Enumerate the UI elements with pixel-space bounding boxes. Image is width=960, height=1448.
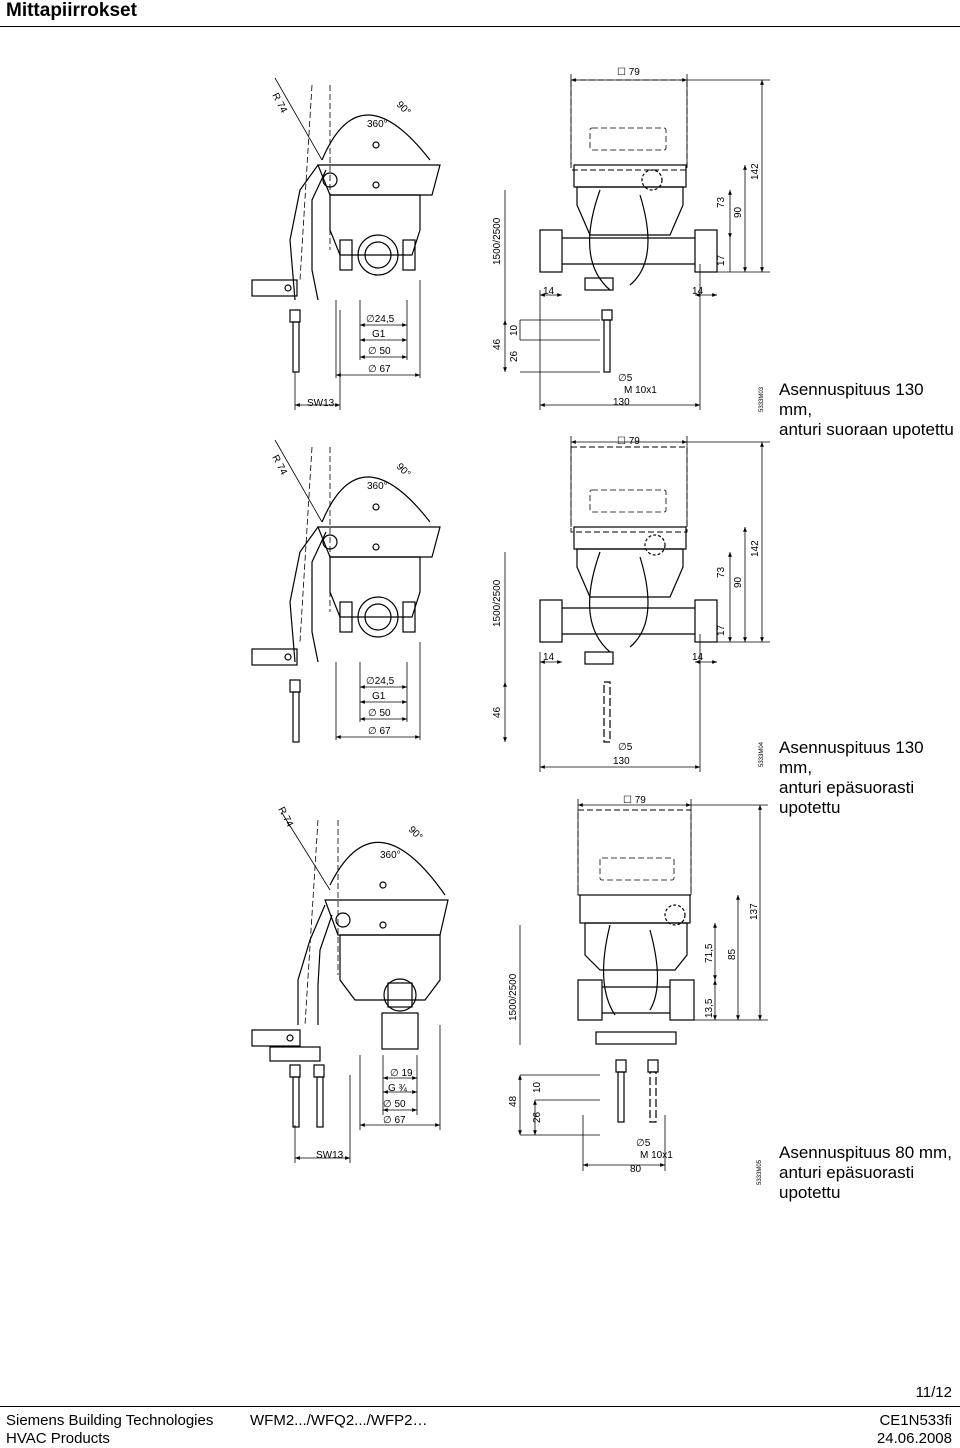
sq79-label: ☐ 79 [617, 436, 640, 447]
h90-label: 90 [733, 206, 744, 218]
page-title: Mittapiirrokset [6, 0, 137, 21]
rot90-label: 90° [406, 824, 424, 842]
rot90-label: 90° [394, 461, 412, 479]
rot360-label: 360° [380, 850, 401, 861]
cable-label: 1500/2500 [492, 579, 503, 627]
d50-label: ∅ 50 [383, 1099, 406, 1110]
w14a-label: 14 [543, 286, 555, 297]
sw13-label: SW13 [316, 1150, 344, 1161]
rot360-label: 360° [367, 119, 388, 130]
g1-label: G1 [372, 691, 386, 702]
h26-label: 26 [532, 1111, 543, 1123]
radius-label: R 74 [269, 453, 289, 477]
h142-label: 142 [750, 540, 761, 557]
w14b-label: 14 [692, 286, 704, 297]
d67-label: ∅ 67 [368, 726, 391, 737]
h17-label: 17 [716, 624, 727, 636]
l80-label: 80 [630, 1164, 642, 1175]
d67-label: ∅ 67 [368, 364, 391, 375]
h26-label: 26 [509, 350, 520, 362]
d5-label: ∅5 [618, 742, 633, 753]
h46-label: 46 [492, 338, 503, 350]
caption-1-line2: anturi suoraan upotettu [779, 420, 954, 439]
g34-label: G ¾ [388, 1083, 408, 1094]
m10-label: M 10x1 [624, 385, 657, 396]
w14a-label: 14 [543, 652, 555, 663]
drawing-code: 5333M04 [759, 741, 765, 767]
l130-label: 130 [613, 397, 630, 408]
h17-label: 17 [716, 254, 727, 266]
caption-3-line2: anturi epäsuorasti upotettu [779, 1163, 915, 1202]
h48-label: 48 [508, 1095, 519, 1107]
sq79-label: ☐ 79 [623, 795, 646, 806]
header-rule [0, 26, 960, 27]
cable-label: 1500/2500 [492, 217, 503, 265]
h46-label: 46 [492, 706, 503, 718]
caption-3: Asennuspituus 80 mm, anturi epäsuorasti … [779, 1143, 960, 1203]
h90-label: 90 [733, 576, 744, 588]
page-number: 11/12 [915, 1384, 952, 1401]
h85-label: 85 [727, 948, 738, 960]
caption-2-line2: anturi epäsuorasti upotettu [779, 778, 915, 817]
rot360-label: 360° [367, 481, 388, 492]
footer-rule [0, 1406, 960, 1407]
h715-label: 71,5 [704, 943, 715, 963]
caption-2-line1: Asennuspituus 130 mm, [779, 738, 924, 777]
caption-2: Asennuspituus 130 mm, anturi epäsuorasti… [779, 738, 960, 818]
d245-label: ∅24,5 [366, 676, 395, 687]
d67-label: ∅ 67 [383, 1115, 406, 1126]
d5-label: ∅5 [636, 1138, 651, 1149]
drawing-3: R 74 360° 90° ∅ 19 G ¾ ∅ 50 ∅ 67 SW13 [251, 795, 768, 1185]
footer-date: 24.06.2008 [876, 1430, 952, 1447]
w14b-label: 14 [692, 652, 704, 663]
h142-label: 142 [750, 163, 761, 180]
h135-label: 13,5 [704, 998, 715, 1018]
caption-3-line1: Asennuspituus 80 mm, [779, 1143, 952, 1162]
drawing-code: 5333M03 [759, 386, 765, 412]
footer-doc-id: CE1N533fi [879, 1412, 952, 1429]
sw13-label: SW13 [307, 398, 335, 409]
cable-label: 1500/2500 [508, 973, 519, 1021]
drawing-2: R 74 360° 90° ∅24,5 G1 ∅ 50 ∅ 67 [251, 436, 770, 772]
g1-label: G1 [372, 329, 386, 340]
sq79-label: ☐ 79 [617, 67, 640, 78]
drawing-code: 5333M05 [757, 1159, 763, 1185]
d19-label: ∅ 19 [390, 1068, 413, 1079]
rot90-label: 90° [394, 99, 412, 117]
m10-label: M 10x1 [640, 1150, 673, 1161]
l130-label: 130 [613, 756, 630, 767]
footer-products: WFM2.../WFQ2.../WFP2… [250, 1412, 428, 1429]
drawing-1: R 74 360° 90° ∅24,5 G1 ∅ 50 ∅ 67 SW13 [251, 67, 770, 412]
radius-label: R 74 [269, 91, 289, 115]
h137-label: 137 [749, 903, 760, 920]
rotation-arc [321, 114, 431, 161]
h73-label: 73 [716, 196, 727, 208]
caption-1: Asennuspituus 130 mm, anturi suoraan upo… [779, 380, 960, 440]
d50-label: ∅ 50 [368, 346, 391, 357]
footer-company: Siemens Building Technologies [6, 1412, 214, 1429]
caption-1-line1: Asennuspituus 130 mm, [779, 380, 924, 419]
h10-label: 10 [509, 324, 520, 336]
d50-label: ∅ 50 [368, 708, 391, 719]
radius-label: R 74 [275, 805, 295, 829]
h73-label: 73 [716, 566, 727, 578]
footer-division: HVAC Products [6, 1430, 110, 1447]
radius-leader [274, 77, 323, 161]
d5-label: ∅5 [618, 373, 633, 384]
d245-label: ∅24,5 [366, 314, 395, 325]
h10-label: 10 [532, 1081, 543, 1093]
